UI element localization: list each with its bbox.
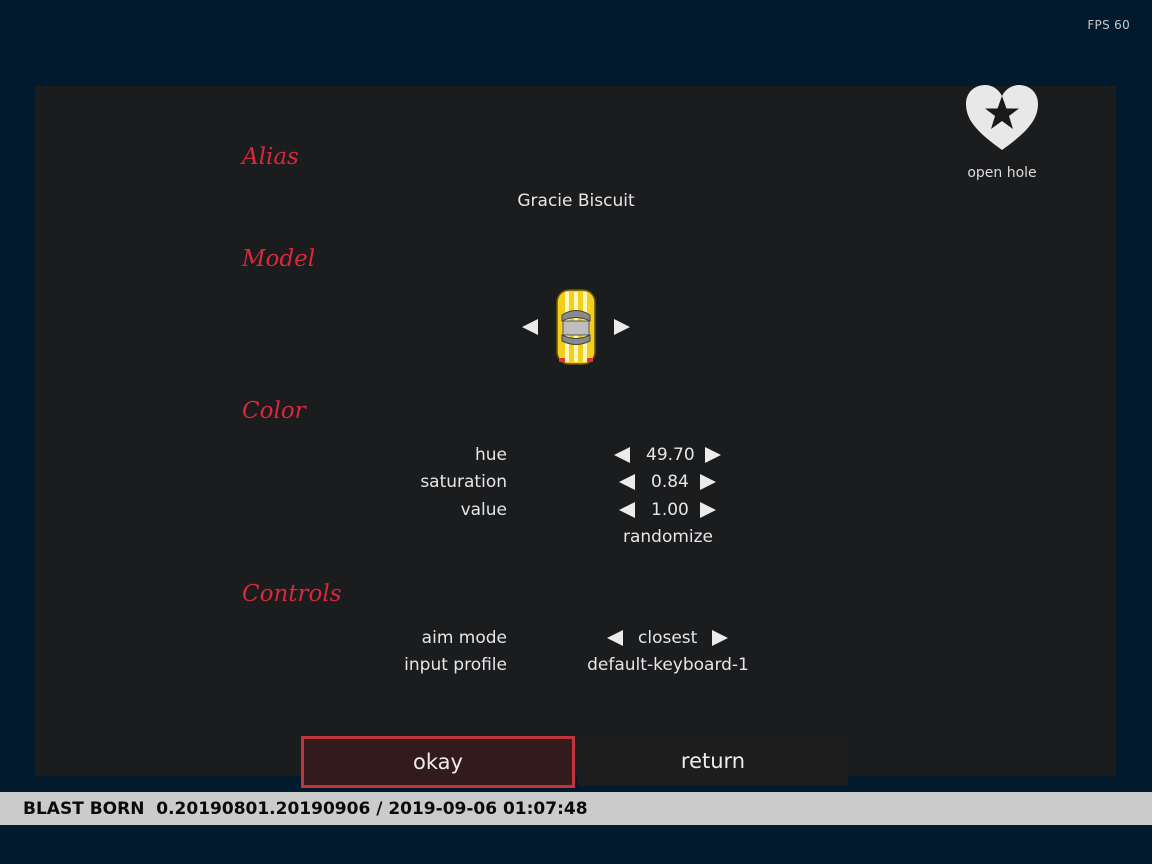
hue-decrease-arrow-icon[interactable] xyxy=(614,447,630,463)
aim-mode-label: aim mode xyxy=(421,628,507,648)
version-text: BLAST BORN 0.20190801.20190906 / 2019-09… xyxy=(23,798,588,819)
saturation-label: saturation xyxy=(420,472,507,492)
model-prev-arrow-icon[interactable] xyxy=(522,319,538,335)
section-title-alias: Alias xyxy=(242,144,299,170)
fps-counter: FPS 60 xyxy=(1087,18,1130,32)
settings-panel xyxy=(35,86,1116,776)
saturation-increase-arrow-icon[interactable] xyxy=(700,474,716,490)
value-increase-arrow-icon[interactable] xyxy=(700,502,716,518)
favorite-label: open hole xyxy=(967,165,1037,181)
okay-button[interactable]: okay xyxy=(301,736,575,788)
aim-mode-prev-arrow-icon[interactable] xyxy=(607,630,623,646)
car-model-icon xyxy=(556,289,596,365)
section-title-controls: Controls xyxy=(242,581,342,607)
aim-mode-next-arrow-icon[interactable] xyxy=(712,630,728,646)
saturation-value: 0.84 xyxy=(651,472,689,492)
model-next-arrow-icon[interactable] xyxy=(614,319,630,335)
saturation-decrease-arrow-icon[interactable] xyxy=(619,474,635,490)
input-profile-value[interactable]: default-keyboard-1 xyxy=(587,655,749,675)
value-decrease-arrow-icon[interactable] xyxy=(619,502,635,518)
randomize-button[interactable]: randomize xyxy=(622,527,714,547)
return-button[interactable]: return xyxy=(578,736,848,786)
hue-value: 49.70 xyxy=(646,445,695,465)
value-value: 1.00 xyxy=(651,500,689,520)
version-status-bar: BLAST BORN 0.20190801.20190906 / 2019-09… xyxy=(0,792,1152,825)
heart-star-icon[interactable] xyxy=(963,82,1041,154)
model-selector xyxy=(520,288,632,368)
value-label: value xyxy=(460,500,507,520)
hue-label: hue xyxy=(474,445,507,465)
hue-increase-arrow-icon[interactable] xyxy=(705,447,721,463)
input-profile-label: input profile xyxy=(404,655,507,675)
alias-field[interactable]: Gracie Biscuit xyxy=(517,191,635,211)
section-title-model: Model xyxy=(242,246,316,272)
aim-mode-value: closest xyxy=(638,628,698,648)
section-title-color: Color xyxy=(242,398,306,424)
